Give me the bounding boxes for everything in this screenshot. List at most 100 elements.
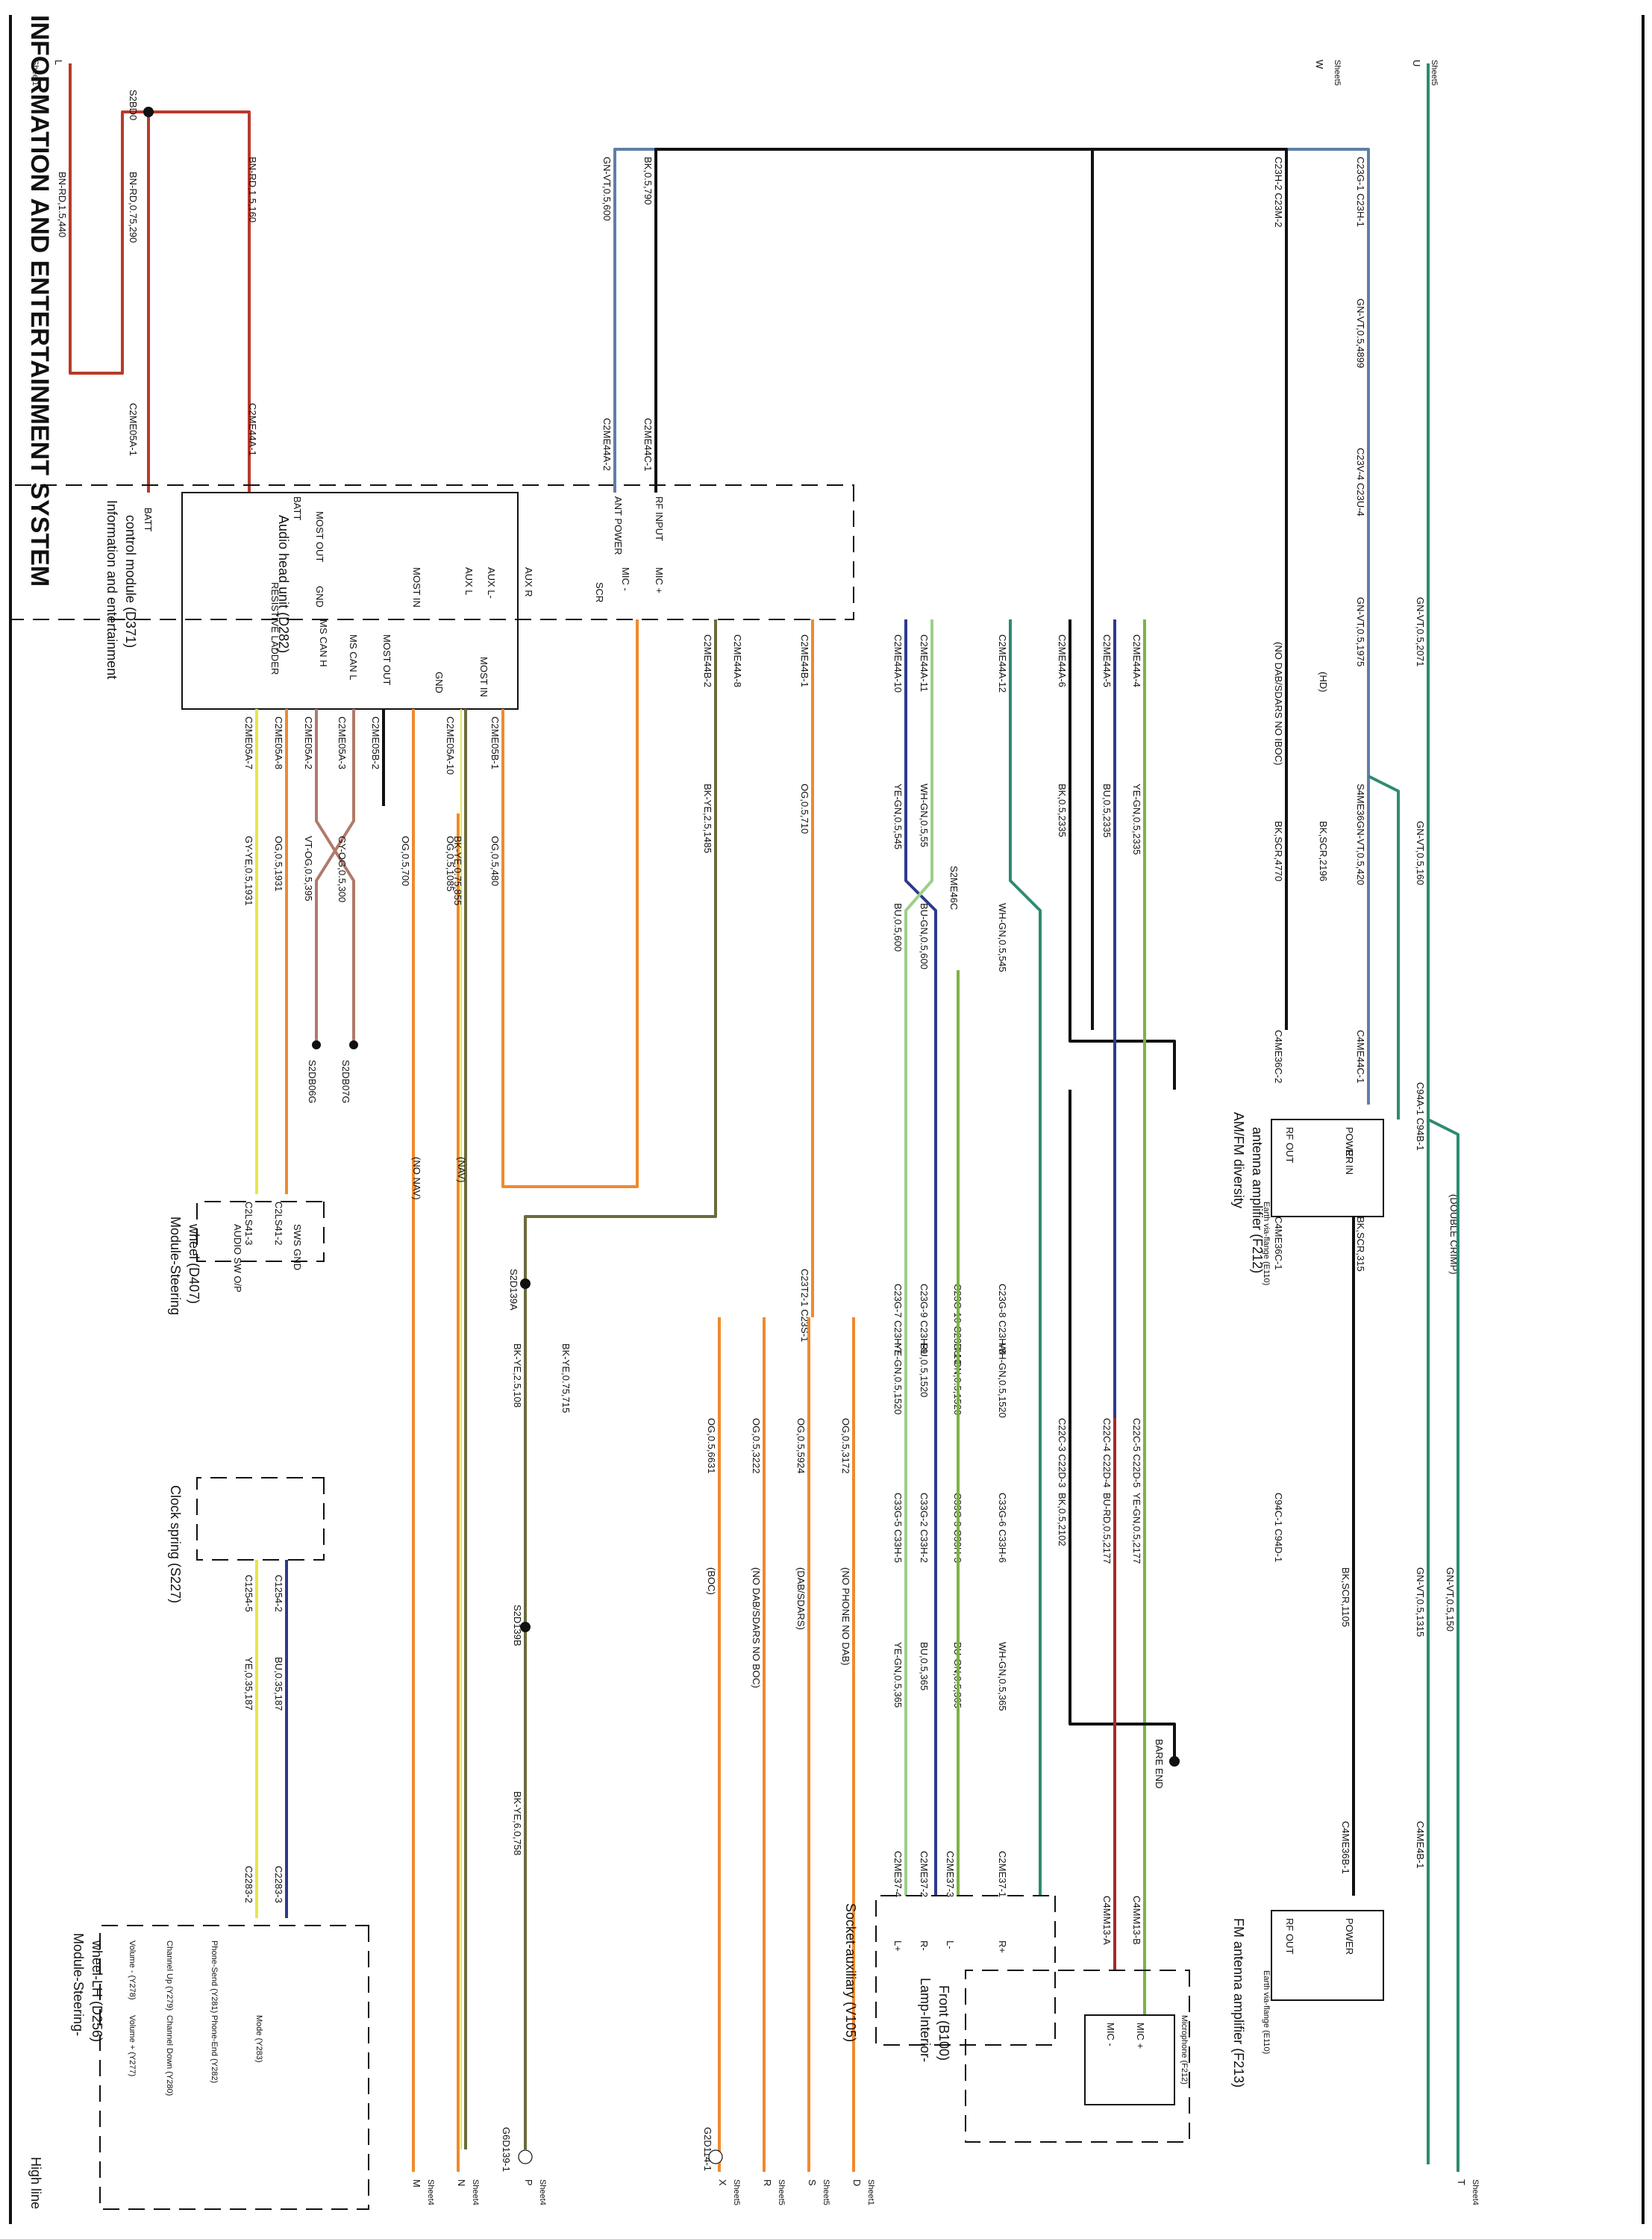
pin-label: RF OUT xyxy=(1284,1127,1295,1163)
wire-label: GN-VT,0.5,2071 xyxy=(1415,597,1426,666)
connector-label: S4ME36 xyxy=(1355,784,1366,821)
wire-label: BU,0.5,365 xyxy=(919,1642,930,1690)
connector-label: C4MM13-A xyxy=(1101,1896,1113,1945)
wire-label: BK,SCR,315 xyxy=(1355,1217,1366,1272)
connector-label: C23G-1 C23H-1 xyxy=(1355,157,1366,227)
wire-label: BU-GN,0.5,600 xyxy=(919,903,930,969)
pin-label: SCR xyxy=(594,582,605,602)
pin-label: MIC - xyxy=(1105,2023,1116,2046)
switch-mode: Mode (Y283) xyxy=(254,2015,263,2063)
pin-label: RF OUT xyxy=(1284,1918,1295,1954)
sheet-ref-x: X xyxy=(717,2179,728,2186)
connector-label: C2ME44A-4 xyxy=(1131,634,1142,687)
bare-end-dot xyxy=(1169,1756,1180,1767)
module-f213 xyxy=(1271,1910,1384,2001)
wire-label: YE-GN,0.5,2335 xyxy=(1131,784,1142,855)
wire-label: BK,SCR,4770 xyxy=(1273,821,1284,881)
connector-label: S2DB07G xyxy=(340,1060,351,1104)
sheet-ref-u: U xyxy=(1411,60,1422,66)
pin-label: GND xyxy=(314,586,325,608)
connector-label: C1254-5 xyxy=(243,1575,254,1612)
sheet-ref-l: L xyxy=(53,60,64,65)
wire-label: WH-GN,0.5,55 xyxy=(919,784,930,847)
variant-note: (BOC) xyxy=(706,1567,717,1595)
battery-feed-wires xyxy=(69,63,251,493)
connector-label: C23V-4 C23U-4 xyxy=(1355,448,1366,516)
switch-phone-send: Phone-Send (Y281) xyxy=(210,1940,219,2013)
wire-label: GN-VT,0.5,600 xyxy=(601,157,613,221)
connector-label: C2ME44A-12 xyxy=(997,634,1008,693)
module-d407 xyxy=(196,1201,325,1262)
connector-label: C2ME05A-1 xyxy=(128,403,139,456)
d371-title: Information and entertainment xyxy=(104,500,119,679)
connector-label: C23G-7 C23H-7 xyxy=(892,1284,904,1354)
connector-label: C33G-2 C33H-2 xyxy=(919,1493,930,1563)
sheet-ref-r: R xyxy=(762,2179,773,2186)
sheet-ref-p-sheet: Sheet4 xyxy=(538,2179,547,2205)
pin-label: MOST OUT xyxy=(381,634,392,685)
wire-label: OG,0.5,1931 xyxy=(273,836,284,891)
wire-label: YE,0.35,187 xyxy=(243,1657,254,1711)
splice-s2d139a xyxy=(520,1278,531,1289)
variant-note: (NO NAV) xyxy=(411,1157,422,1200)
connector-label: S2ME46C xyxy=(948,866,960,910)
switch-channel-down: Channel Down (Y280) xyxy=(165,2015,174,2096)
wire-label: BN-RD,1.5,440 xyxy=(57,172,68,237)
wire-label: VT-OG,0.5,395 xyxy=(303,836,314,901)
v105-title: Socket-auxiliary (V105) xyxy=(843,1903,858,2042)
pin-label: BATT xyxy=(292,496,303,520)
pin-label: MOST OUT xyxy=(314,511,325,562)
b100-title: Front (B100) xyxy=(936,1985,951,2061)
connector-label: C33G-6 C33H-6 xyxy=(997,1493,1008,1563)
module-s227 xyxy=(196,1477,325,1561)
sheet-ref-u-sheet: Sheet5 xyxy=(1430,60,1439,86)
wire-label: GN-VT,0.5,1975 xyxy=(1355,597,1366,666)
wire-label: OG,0.5,710 xyxy=(799,784,810,834)
module-b100 xyxy=(965,1970,1190,2143)
wire-label: GN-VT,0.5,4899 xyxy=(1355,299,1366,368)
pin-label: RF INPUT xyxy=(654,496,665,541)
connector-label: C2LS41-3 xyxy=(243,1202,254,1246)
pin-label: L- xyxy=(945,1940,956,1949)
wire-label: OG,0.5,5924 xyxy=(795,1418,807,1473)
sheet-ref-x-sheet: Sheet5 xyxy=(732,2179,741,2205)
wire-label: WH-GN,0.5,365 xyxy=(997,1642,1008,1711)
wire-label: BK,0.5,2102 xyxy=(1057,1493,1068,1546)
wire-label: BK-YE,2.5,1485 xyxy=(702,784,713,853)
pin-label: AUX L- xyxy=(486,567,497,599)
wire-label: BK,0.5,2335 xyxy=(1057,784,1068,837)
ground-g2d114 xyxy=(708,2149,723,2164)
pin-label: R- xyxy=(919,1940,930,1951)
wire-label: WH-GN,0.5,545 xyxy=(997,903,1008,972)
connector-label: C94A-1 C94B-1 xyxy=(1415,1082,1426,1151)
module-d256 xyxy=(99,1925,369,2210)
pin-label: GND xyxy=(434,672,445,693)
pin-label: BATT xyxy=(143,508,154,531)
wire-label: BU-RD,0.5,2177 xyxy=(1101,1493,1113,1564)
connector-label: C1254-2 xyxy=(273,1575,284,1612)
ground-g6d139 xyxy=(518,2149,533,2164)
connector-label: C33G-5 C33H-5 xyxy=(892,1493,904,1563)
pin-label: SWS GND xyxy=(292,1224,303,1270)
sheet-ref-d: D xyxy=(851,2179,863,2186)
wire-label: GN-VT,0.5,160 xyxy=(1415,821,1426,885)
wire-label: WH-GN,0.5,1520 xyxy=(997,1343,1008,1418)
wire-label: BN-RD,1.5,160 xyxy=(247,157,258,222)
wire-label: YE-GN,0.5,545 xyxy=(892,784,904,849)
connector-label: C2ME05B-1 xyxy=(489,716,501,769)
pin-label: ANT POWER xyxy=(613,496,624,555)
d371-title: control module (D371) xyxy=(123,515,138,648)
switch-volume-plus: Volume + (Y277) xyxy=(128,2015,137,2076)
connector-label: C23G-9 C23H-9 xyxy=(919,1284,930,1354)
connector-label: C2ME05B-2 xyxy=(370,716,381,769)
connector-label: C2ME44A-5 xyxy=(1101,634,1113,687)
sheet-ref-m-sheet: Sheet4 xyxy=(426,2179,435,2205)
connector-label: C2ME44A-11 xyxy=(919,634,930,692)
pin-label: MIC - xyxy=(620,567,631,591)
sheet-ref-t: T xyxy=(1456,2179,1467,2185)
connector-label: C2LS41-2 xyxy=(273,1202,284,1246)
pin-label: MS CAN L xyxy=(348,634,359,680)
microphone-title: Microphone (F212) xyxy=(1180,2015,1189,2085)
connector-label: C2ME37-3 xyxy=(945,1851,956,1897)
